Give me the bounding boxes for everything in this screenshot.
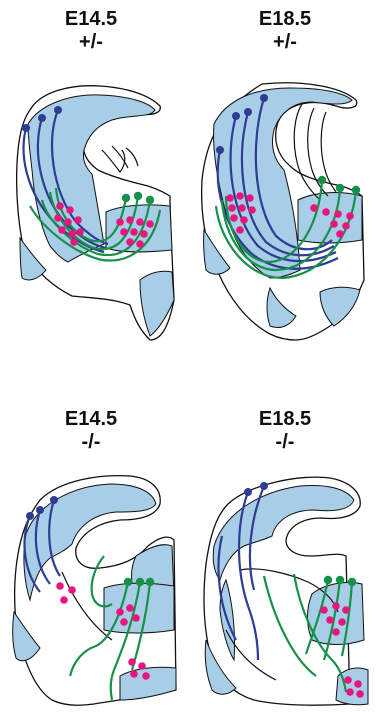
cortical-cell bbox=[260, 482, 268, 490]
thalamic-cell bbox=[336, 576, 344, 584]
thalamic-cell bbox=[348, 578, 356, 586]
thalamic-cell bbox=[318, 176, 326, 184]
thalamic-cell bbox=[324, 576, 332, 584]
thalamic-cell bbox=[352, 186, 360, 194]
section-e18-ko bbox=[204, 477, 368, 705]
cortical-cell bbox=[244, 488, 252, 496]
thalamic-cell bbox=[146, 196, 154, 204]
thalamic-cell bbox=[124, 578, 132, 586]
cortical-cell bbox=[232, 112, 240, 120]
cortical-cell bbox=[26, 512, 34, 520]
thalamic-cell bbox=[134, 192, 142, 200]
thalamic-cell bbox=[122, 194, 130, 202]
section-e14-ko bbox=[13, 476, 176, 706]
tissue-contour bbox=[102, 150, 125, 172]
cortical-cell bbox=[50, 496, 58, 504]
thalamic-cell bbox=[146, 578, 154, 586]
section-e18-het bbox=[202, 83, 364, 340]
thalamic-cell bbox=[336, 184, 344, 192]
thalamic-cell bbox=[136, 578, 144, 586]
cortical-cell bbox=[36, 506, 44, 514]
cortical-cell bbox=[54, 106, 62, 114]
tissue-contour bbox=[126, 148, 138, 166]
cortical-cell bbox=[38, 114, 46, 122]
cortical-cell bbox=[244, 108, 252, 116]
cortical-cell bbox=[22, 124, 30, 132]
ventricular-zone bbox=[120, 667, 176, 700]
section-e14-het bbox=[17, 86, 174, 340]
cortical-cell bbox=[216, 146, 224, 154]
cortical-cell bbox=[260, 94, 268, 102]
